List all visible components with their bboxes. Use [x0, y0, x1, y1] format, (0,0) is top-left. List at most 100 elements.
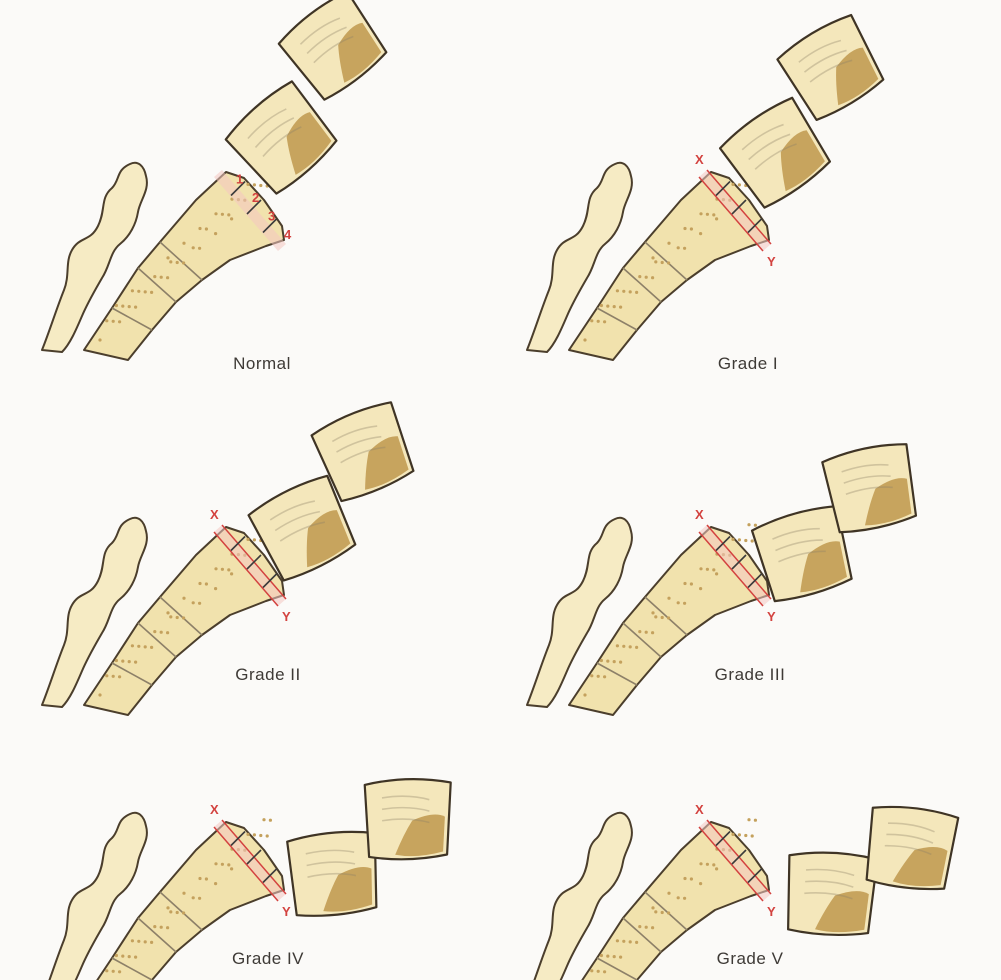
- bone-texture-dot: [144, 940, 147, 943]
- bone-texture-dot: [661, 261, 664, 264]
- bone-texture-dot: [683, 247, 686, 250]
- bone-texture-dot: [198, 247, 201, 250]
- bone-texture-dot: [227, 213, 230, 216]
- l4-vertebral-body: [365, 779, 451, 860]
- bone-texture-dot: [150, 291, 153, 294]
- bone-texture-dot: [667, 911, 670, 914]
- bone-texture-dot: [166, 631, 169, 634]
- bone-texture-dot: [651, 611, 654, 614]
- bone-texture-dot: [654, 615, 657, 618]
- panel-grade-3: XY: [505, 385, 975, 685]
- bone-texture-dot: [221, 568, 224, 571]
- bone-texture-dot: [192, 896, 195, 899]
- bone-texture-dot: [166, 906, 169, 909]
- l4-vertebral-body: [821, 441, 920, 536]
- panel-caption: Grade IV: [232, 949, 304, 969]
- bone-texture-dot: [744, 539, 747, 542]
- bone-texture-dot: [683, 602, 686, 605]
- bone-texture-dot: [616, 939, 619, 942]
- bone-texture-dot: [635, 941, 638, 944]
- bone-texture-dot: [182, 616, 185, 619]
- bone-texture-dot: [606, 660, 609, 663]
- bone-texture-dot: [214, 212, 217, 215]
- bone-texture-dot: [253, 538, 256, 541]
- bone-texture-dot: [754, 819, 757, 822]
- bone-texture-dot: [699, 882, 702, 885]
- bone-texture-dot: [198, 897, 201, 900]
- bone-texture-dot: [166, 276, 169, 279]
- bone-texture-dot: [712, 568, 715, 571]
- bone-texture-dot: [645, 631, 648, 634]
- bone-texture-dot: [134, 661, 137, 664]
- panel-caption: Grade I: [718, 354, 778, 374]
- bone-texture-dot: [128, 660, 131, 663]
- label-y: Y: [767, 609, 776, 624]
- bone-texture-dot: [253, 833, 256, 836]
- bone-texture-dot: [667, 892, 670, 895]
- bone-texture-dot: [246, 833, 249, 836]
- bone-texture-dot: [176, 616, 179, 619]
- bone-texture-dot: [112, 320, 115, 323]
- bone-texture-dot: [150, 646, 153, 649]
- l5-vertebral-body: [287, 830, 381, 918]
- bone-texture-dot: [677, 601, 680, 604]
- bone-texture-dot: [597, 675, 600, 678]
- bone-texture-dot: [192, 601, 195, 604]
- bone-texture-dot: [131, 644, 134, 647]
- bone-texture-dot: [192, 246, 195, 249]
- bone-texture-dot: [731, 833, 734, 836]
- bone-texture-dot: [629, 290, 632, 293]
- bone-texture-dot: [182, 597, 185, 600]
- bone-texture-dot: [600, 304, 603, 307]
- bone-texture-dot: [654, 910, 657, 913]
- bone-texture-dot: [214, 587, 217, 590]
- bone-texture-dot: [259, 184, 262, 187]
- bone-texture-dot: [169, 260, 172, 263]
- bone-texture-dot: [221, 863, 224, 866]
- bone-texture-dot: [747, 523, 750, 526]
- bone-texture-dot: [121, 305, 124, 308]
- bone-texture-dot: [182, 911, 185, 914]
- bone-texture-dot: [246, 538, 249, 541]
- bone-texture-dot: [600, 659, 603, 662]
- bone-texture-dot: [635, 291, 638, 294]
- bone-texture-dot: [619, 306, 622, 309]
- bone-texture-dot: [731, 183, 734, 186]
- bone-texture-dot: [160, 276, 163, 279]
- bone-texture-dot: [205, 227, 208, 230]
- bone-texture-dot: [619, 956, 622, 959]
- bone-texture-dot: [98, 338, 101, 341]
- bone-texture-dot: [266, 834, 269, 837]
- bone-texture-dot: [651, 256, 654, 259]
- bone-texture-dot: [683, 897, 686, 900]
- bone-texture-dot: [600, 954, 603, 957]
- bone-texture-dot: [105, 969, 108, 972]
- bone-texture-dot: [160, 631, 163, 634]
- bone-texture-dot: [246, 183, 249, 186]
- bone-texture-dot: [667, 597, 670, 600]
- bone-texture-dot: [677, 246, 680, 249]
- bone-texture-dot: [169, 615, 172, 618]
- bone-texture-dot: [166, 926, 169, 929]
- bone-texture-dot: [715, 572, 718, 575]
- bone-texture-dot: [667, 242, 670, 245]
- bone-texture-dot: [690, 582, 693, 585]
- bone-texture-dot: [150, 941, 153, 944]
- bone-texture-dot: [269, 819, 272, 822]
- bone-texture-dot: [153, 925, 156, 928]
- spine-illustration: XY: [505, 385, 975, 685]
- bone-texture-dot: [176, 911, 179, 914]
- label-x: X: [210, 507, 219, 522]
- bone-texture-dot: [166, 256, 169, 259]
- panel-normal: 1234: [20, 30, 490, 330]
- bone-texture-dot: [176, 261, 179, 264]
- bone-texture-dot: [115, 954, 118, 957]
- bone-texture-dot: [645, 276, 648, 279]
- bone-texture-dot: [128, 305, 131, 308]
- spine-illustration: XY: [20, 385, 490, 685]
- bone-texture-dot: [613, 305, 616, 308]
- bone-texture-dot: [131, 289, 134, 292]
- bone-texture-dot: [619, 661, 622, 664]
